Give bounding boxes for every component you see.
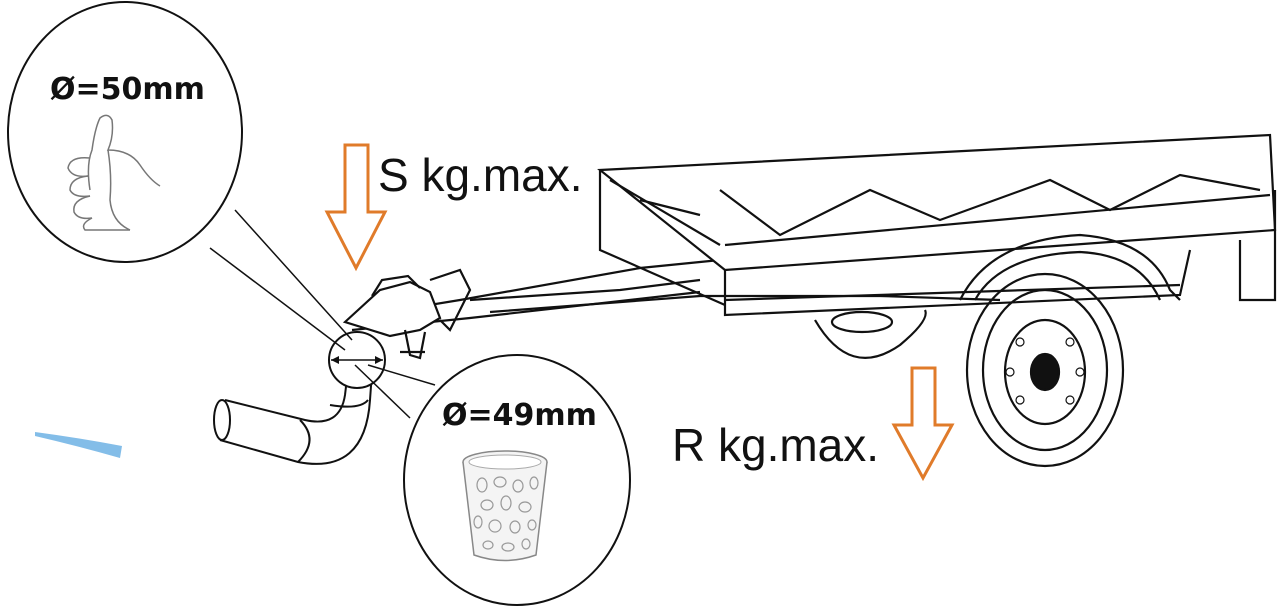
r-load-label: R kg.max. [672,419,880,471]
arrow-r [891,366,955,482]
diameter-good-label: Ø=50mm [50,72,205,107]
s-load-label: S kg.max. [378,149,583,201]
callout-good [7,1,353,351]
ball-coupling [328,331,386,389]
thumbs-up-icon [67,114,161,231]
diameter-bad-label: Ø=49mm [442,398,597,433]
blue-streak [35,432,122,458]
wastebasket-icon [462,450,548,562]
towbar-pipe [213,369,373,465]
arrow-s [324,143,388,272]
trailer [342,133,1277,468]
